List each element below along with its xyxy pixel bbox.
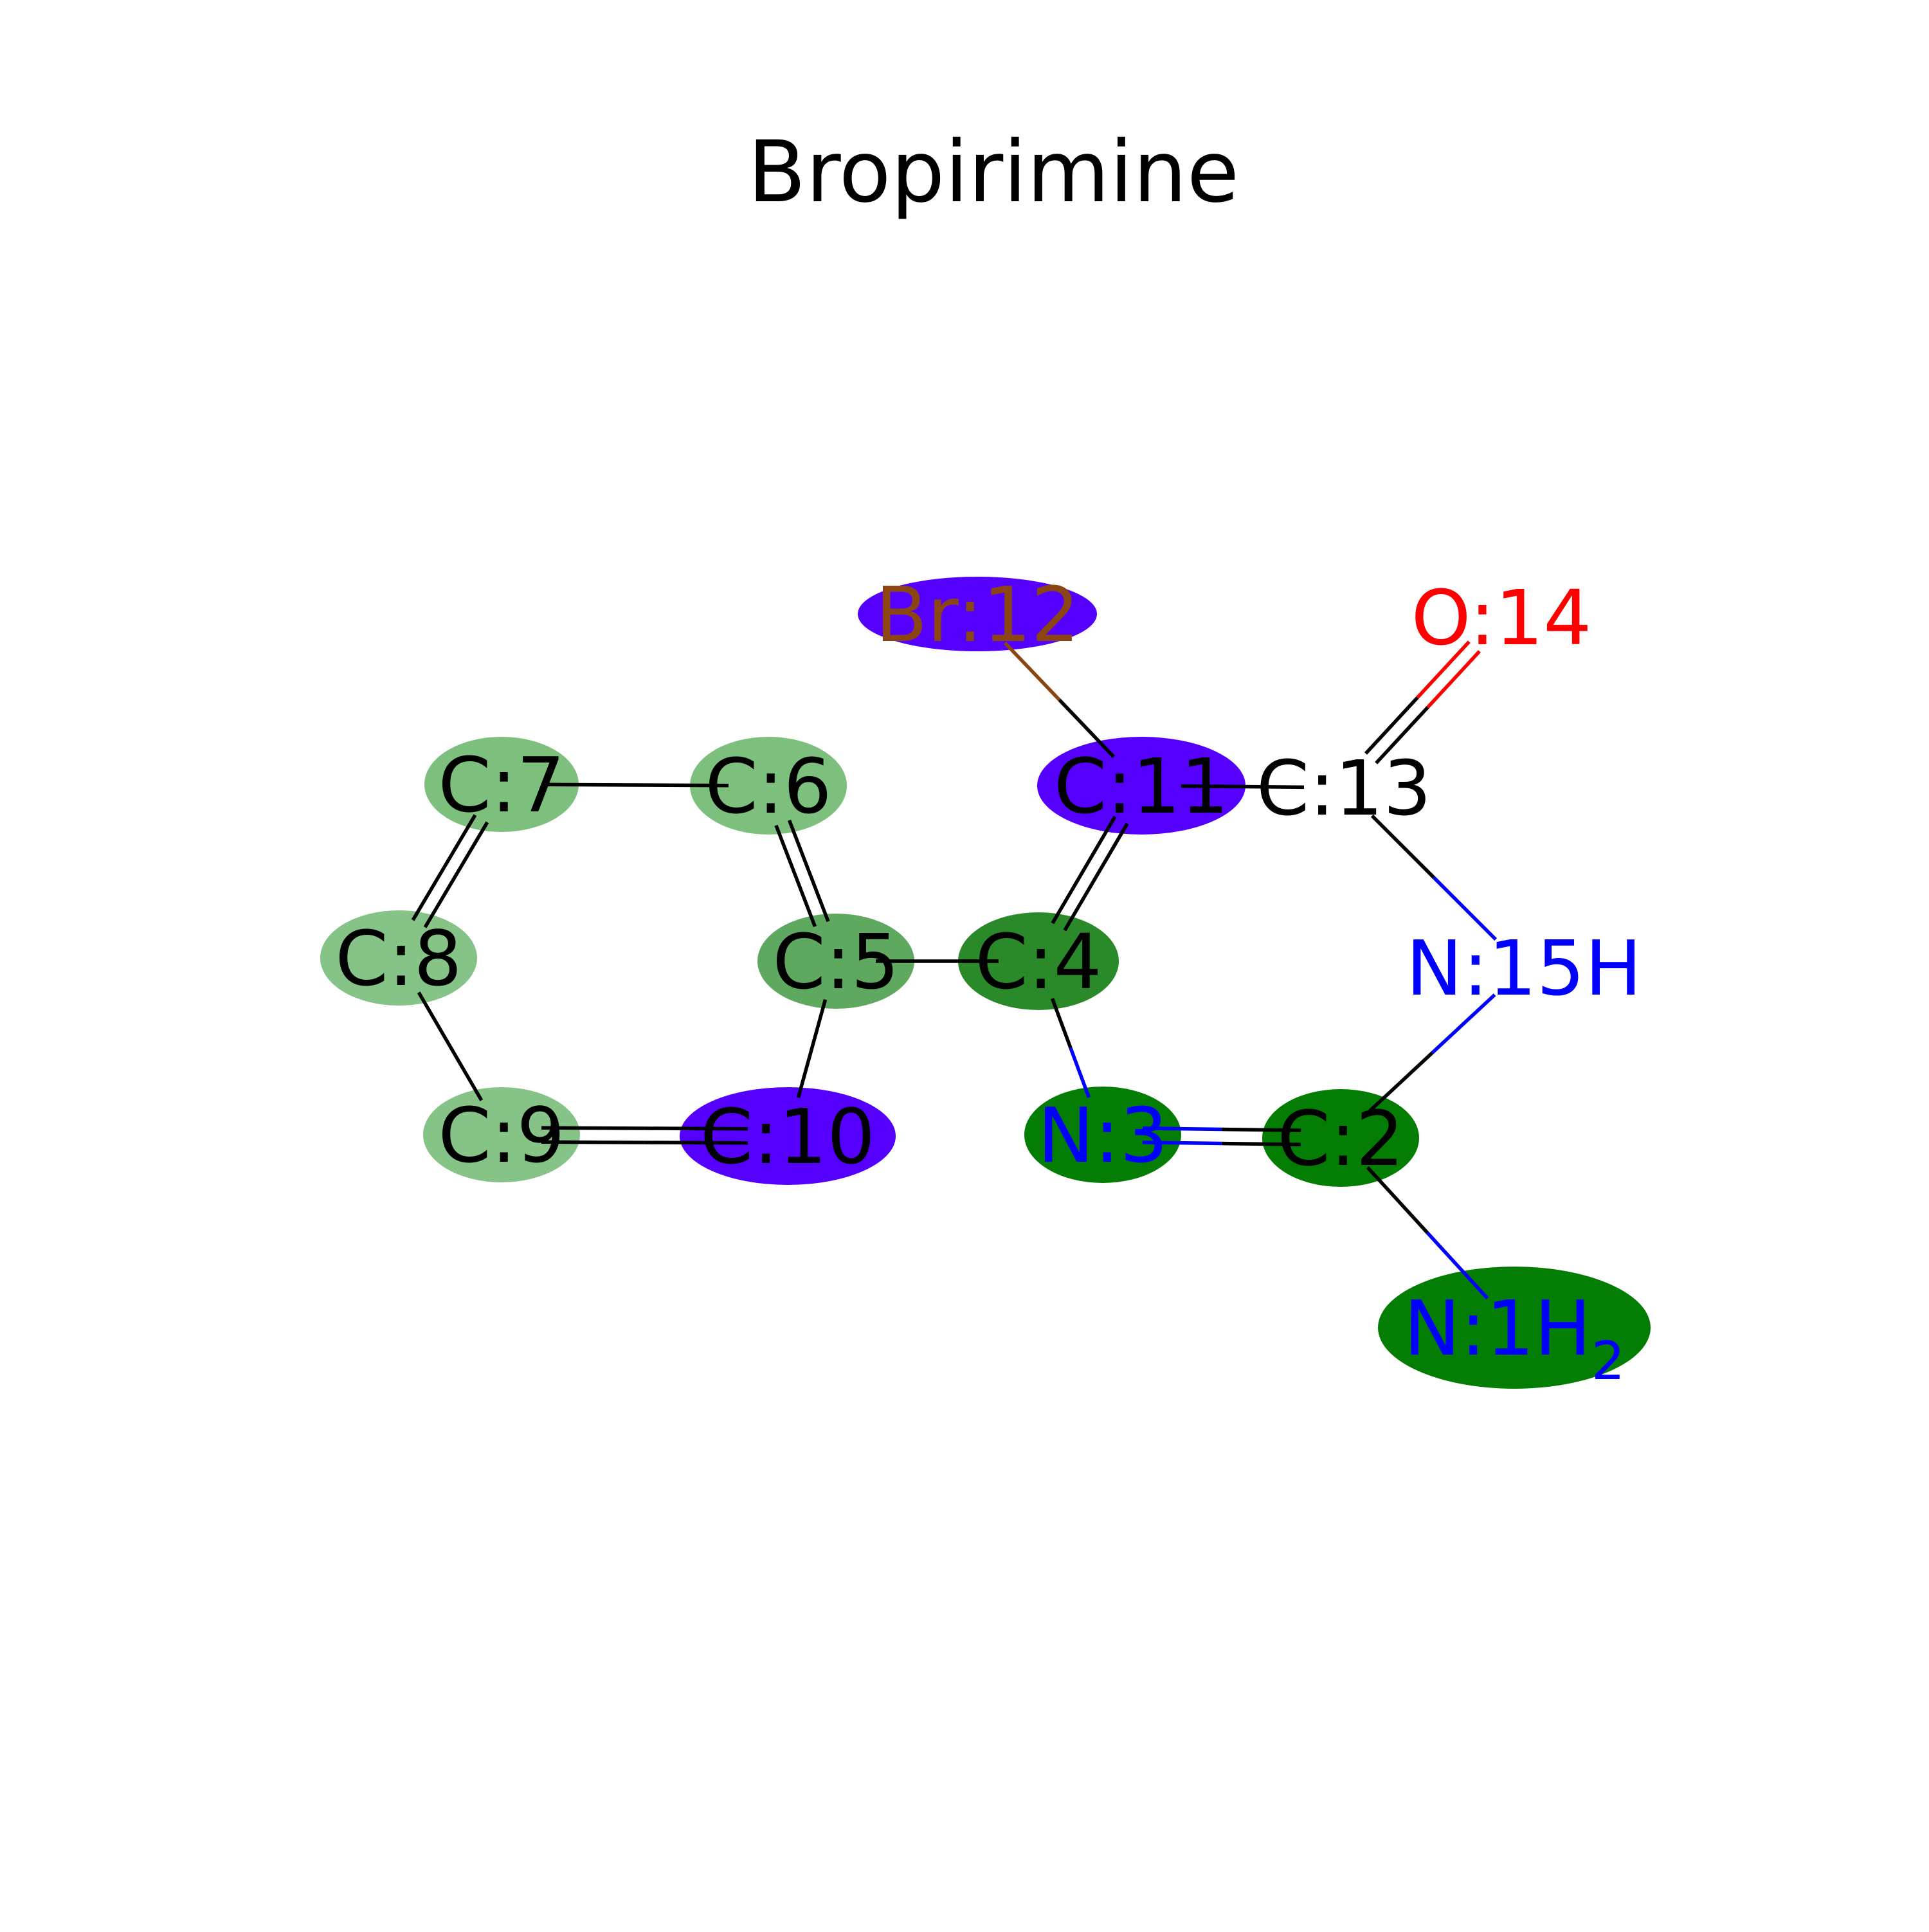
highlight-n-1h2 bbox=[1378, 1267, 1651, 1389]
atom-label-c-6: C:6 bbox=[705, 742, 831, 831]
bond-n-15h-c-13-a bbox=[1433, 876, 1498, 941]
bond-c-13-o-14-line1-b bbox=[1416, 640, 1471, 699]
atom-label-text: C:13 bbox=[1256, 744, 1431, 833]
highlight-c-6 bbox=[690, 737, 847, 835]
figure-title: Bropirimine bbox=[748, 123, 1239, 222]
atom-label-c-13: C:13 bbox=[1256, 744, 1431, 833]
atom-label-text: C:8 bbox=[335, 914, 462, 1003]
bond-c-13-o-14-line2-a bbox=[1375, 706, 1429, 764]
atom-label-text: C:11 bbox=[1054, 742, 1229, 831]
bond-n-3-c-2-line1-a bbox=[1143, 1126, 1222, 1132]
bond-c-11-br-12-b bbox=[1003, 641, 1061, 701]
highlight-c-9 bbox=[423, 1087, 580, 1182]
highlight-c-5 bbox=[757, 914, 914, 1009]
bond-c-13-o-14-line1-a bbox=[1364, 696, 1419, 755]
bond-c-7-c-6-a bbox=[541, 782, 635, 787]
bond-c-13-c-11-a bbox=[1242, 784, 1305, 790]
atom-label-text: N:1H bbox=[1404, 1284, 1591, 1373]
bond-c-8-c-9-a bbox=[417, 991, 452, 1047]
bond-n-3-c-2-line2-b bbox=[1221, 1141, 1301, 1146]
atom-label-text: C:5 bbox=[772, 917, 899, 1006]
bond-c-4-c-11-line1-a bbox=[1051, 869, 1085, 925]
bond-c-7-c-8-line1-a bbox=[455, 821, 489, 876]
atom-label-text: O:14 bbox=[1411, 573, 1592, 662]
atom-label-c-4: C:4 bbox=[975, 917, 1101, 1006]
highlight-c-10 bbox=[680, 1087, 896, 1185]
bond-n-3-c-2-line1-b bbox=[1222, 1127, 1301, 1132]
atom-label-text: Br:12 bbox=[875, 570, 1079, 659]
atom-label-text: C:10 bbox=[700, 1092, 875, 1181]
bond-c-6-c-5-line1-a bbox=[787, 819, 811, 872]
atom-label-text: C:9 bbox=[438, 1091, 565, 1180]
atom-label-text: C:7 bbox=[438, 741, 565, 829]
bond-c-8-c-9-b bbox=[448, 1045, 484, 1101]
bond-c-9-c-10-line2-b bbox=[644, 1141, 748, 1145]
atom-label-c-2: C:2 bbox=[1277, 1094, 1404, 1183]
atom-label-text: C:4 bbox=[975, 917, 1101, 1006]
bond-c-7-c-8-line2-b bbox=[411, 866, 446, 921]
bond-c-4-n-3-b bbox=[1069, 1047, 1091, 1098]
bond-c-9-c-10-line1-b bbox=[644, 1126, 748, 1131]
atom-label-text: N:15H bbox=[1406, 924, 1642, 1013]
bond-c-2-n-15h-b bbox=[1431, 993, 1496, 1054]
bond-c-7-c-8-line2-a bbox=[442, 814, 477, 869]
atom-label-c-7: C:7 bbox=[438, 741, 565, 829]
atom-label-n-3: N:3 bbox=[1037, 1091, 1168, 1180]
bond-c-13-c-11-b bbox=[1181, 784, 1243, 789]
atom-label-c-11: C:11 bbox=[1054, 742, 1229, 831]
atom-label-br-12: Br:12 bbox=[875, 570, 1079, 659]
bond-c-10-c-5-b bbox=[810, 999, 828, 1049]
bond-c-4-c-11-line2-b bbox=[1094, 822, 1129, 878]
bond-layer bbox=[411, 640, 1498, 1300]
atom-label-c-10: C:10 bbox=[700, 1092, 875, 1181]
highlight-c-4 bbox=[958, 912, 1119, 1010]
bond-c-10-c-5-a bbox=[796, 1048, 814, 1098]
highlight-n-3 bbox=[1024, 1087, 1181, 1183]
atom-label-subscript: 2 bbox=[1591, 1331, 1625, 1392]
bond-n-15h-c-13-b bbox=[1370, 814, 1435, 879]
bond-c-6-c-5-line2-a bbox=[774, 824, 797, 877]
atom-label-text: C:2 bbox=[1277, 1094, 1404, 1183]
bond-c-2-n-1h2-b bbox=[1426, 1231, 1489, 1300]
atom-label-o-14: O:14 bbox=[1411, 573, 1592, 662]
atom-label-c-5: C:5 bbox=[772, 917, 899, 1006]
bond-c-13-o-14-line2-b bbox=[1426, 650, 1481, 709]
bond-c-6-c-5-line2-b bbox=[793, 875, 817, 928]
highlight-c-7 bbox=[424, 737, 579, 832]
atom-label-n-15h: N:15H bbox=[1406, 924, 1642, 1013]
atom-label-text: N:3 bbox=[1037, 1091, 1168, 1180]
highlight-c-8 bbox=[320, 910, 477, 1006]
bond-c-4-c-11-line1-b bbox=[1082, 815, 1117, 871]
bond-c-2-n-1h2-a bbox=[1366, 1166, 1429, 1234]
highlight-c-2 bbox=[1262, 1089, 1419, 1187]
bond-n-3-c-2-line2-a bbox=[1142, 1141, 1222, 1146]
bond-c-6-c-5-line1-b bbox=[807, 870, 830, 923]
atom-label-c-8: C:8 bbox=[335, 914, 462, 1003]
atom-label-text: C:6 bbox=[705, 742, 831, 831]
highlight-br-12 bbox=[858, 577, 1097, 651]
highlight-c-11 bbox=[1037, 737, 1245, 835]
atom-labels: C:7 C:6C:8 C:5 C:4C:9 C:10 N:3 C:2N:1H2 N:15H C:… bbox=[335, 570, 1642, 1392]
bond-c-7-c-8-line1-b bbox=[423, 874, 458, 928]
bond-c-7-c-6-b bbox=[635, 783, 729, 788]
bond-c-11-br-12-a bbox=[1058, 698, 1116, 759]
bond-c-2-n-15h-a bbox=[1368, 1051, 1434, 1112]
atom-highlights bbox=[320, 577, 1651, 1389]
atom-label-c-9: C:9 bbox=[438, 1091, 565, 1180]
atom-label-n-1h2: N:1H2 bbox=[1404, 1284, 1625, 1392]
bond-c-4-n-3-a bbox=[1050, 998, 1073, 1049]
bond-c-4-c-11-line2-a bbox=[1063, 876, 1098, 932]
